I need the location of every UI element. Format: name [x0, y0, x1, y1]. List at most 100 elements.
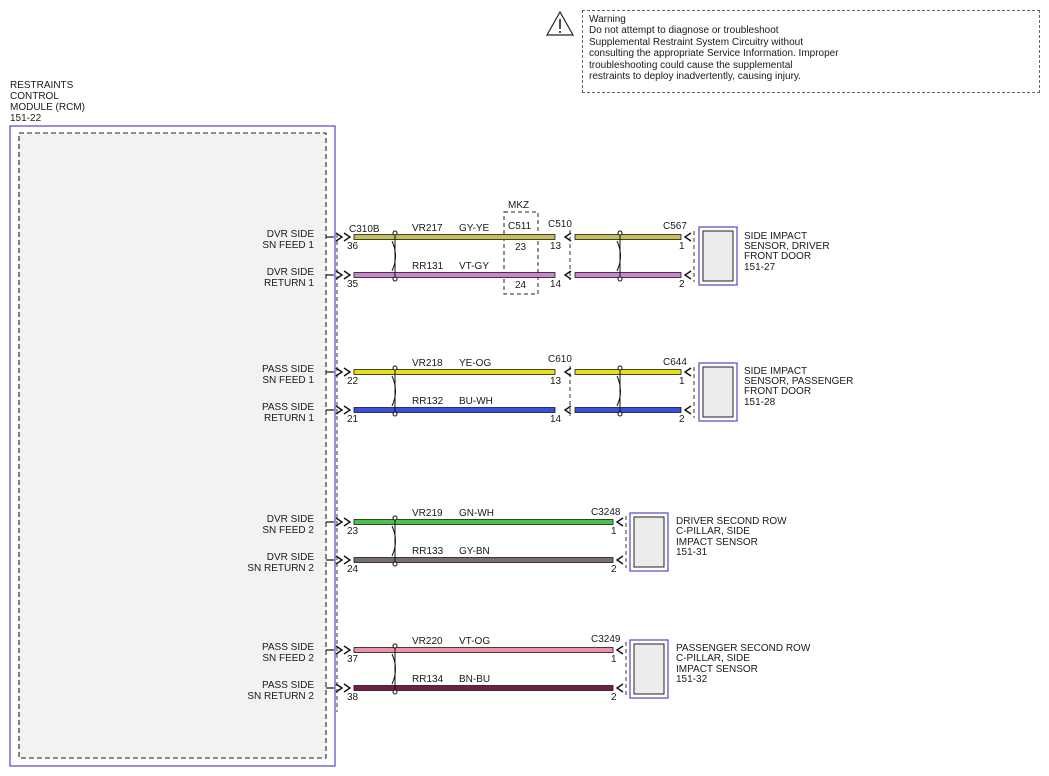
- warning-line-2: Supplemental Restraint System Circuitry …: [589, 36, 803, 48]
- twisted-pair-marker: [391, 643, 398, 695]
- rcm-pin-number: 22: [347, 376, 359, 387]
- pin-arrow: [615, 683, 624, 693]
- rcm-pin-label: RETURN 1: [264, 278, 314, 289]
- wire-segment: [574, 272, 682, 278]
- svg-text:151-31: 151-31: [676, 547, 708, 558]
- pin-arrow: [335, 645, 344, 655]
- circuit-id: VR217: [412, 223, 443, 234]
- svg-text:FRONT DOOR: FRONT DOOR: [744, 251, 811, 262]
- sensor-passenger-second-row: [629, 639, 669, 699]
- sensor-label-passenger-front-door: SIDE IMPACT SENSOR, PASSENGER FRONT DOOR…: [744, 366, 853, 408]
- rcm-module-label: RESTRAINTS CONTROL MODULE (RCM) 151-22: [10, 80, 85, 124]
- inline-pin-number: 13: [550, 241, 562, 252]
- inline-pin-number: 14: [550, 414, 562, 425]
- rcm-pin-number: 24: [347, 564, 359, 575]
- wire-segment: [353, 234, 556, 240]
- wire-segment: [574, 234, 682, 240]
- pin-arrow: [563, 270, 572, 280]
- svg-text:151-32: 151-32: [676, 674, 708, 685]
- sensor-driver-second-row: [629, 512, 669, 572]
- sensor-pin-number: 2: [679, 414, 685, 425]
- rcm-pin-label: PASS SIDE: [262, 402, 314, 413]
- pin-arrow: [335, 270, 344, 280]
- rcm-module-body: [18, 132, 327, 759]
- twisted-pair-marker: [391, 230, 398, 282]
- rcm-pin-number: 36: [347, 241, 359, 252]
- svg-text:SENSOR, PASSENGER: SENSOR, PASSENGER: [744, 376, 853, 387]
- svg-text:IMPACT SENSOR: IMPACT SENSOR: [676, 664, 758, 675]
- svg-text:IMPACT SENSOR: IMPACT SENSOR: [676, 537, 758, 548]
- circuit-id: VR219: [412, 508, 443, 519]
- pin-arrow: [343, 405, 352, 415]
- pin-arrow: [683, 405, 692, 415]
- svg-text:C-PILLAR, SIDE: C-PILLAR, SIDE: [676, 526, 750, 537]
- svg-text:SENSOR, DRIVER: SENSOR, DRIVER: [744, 241, 830, 252]
- c3249-label: C3249: [591, 634, 621, 645]
- pin-arrow: [343, 683, 352, 693]
- rcm-pin-label: DVR SIDE: [267, 514, 315, 525]
- inline-pin-number: 13: [550, 376, 562, 387]
- wire-segment: [353, 407, 556, 413]
- svg-text:151-27: 151-27: [744, 262, 776, 273]
- pin-arrow: [335, 517, 344, 527]
- pin-arrow: [683, 270, 692, 280]
- svg-text:MODULE (RCM): MODULE (RCM): [10, 102, 85, 113]
- warning-line-3: consulting the appropriate Service Infor…: [589, 48, 839, 60]
- circuit-id: RR133: [412, 546, 444, 557]
- rcm-pin-number: 37: [347, 654, 359, 665]
- svg-text:C-PILLAR, SIDE: C-PILLAR, SIDE: [676, 653, 750, 664]
- pin-arrow: [563, 232, 572, 242]
- wire-segment: [353, 369, 556, 375]
- wire-segment: [574, 369, 682, 375]
- wire-segment: [353, 647, 614, 653]
- wire-color-code: YE-OG: [459, 358, 491, 369]
- sensor-label-driver-front-door: SIDE IMPACT SENSOR, DRIVER FRONT DOOR 15…: [744, 231, 830, 273]
- wire-color-code: GY-BN: [459, 546, 490, 557]
- wire-color-code: VT-OG: [459, 636, 490, 647]
- svg-text:RESTRAINTS: RESTRAINTS: [10, 80, 74, 91]
- sensor-driver-front-door: [698, 226, 738, 286]
- twisted-pair-marker: [616, 230, 623, 282]
- wire-segment: [353, 519, 614, 525]
- sensor-pin-number: 2: [611, 692, 617, 703]
- rcm-pin-label: SN RETURN 2: [247, 563, 314, 574]
- svg-text:DRIVER SECOND ROW: DRIVER SECOND ROW: [676, 516, 787, 527]
- wire-color-code: BN-BU: [459, 674, 490, 685]
- sensor-pin-number: 1: [611, 526, 617, 537]
- circuit-id: RR134: [412, 674, 444, 685]
- inline-pin-number: 14: [550, 279, 562, 290]
- rcm-pin-label: PASS SIDE: [262, 364, 314, 375]
- rcm-pin-number: 23: [347, 526, 359, 537]
- c510-label: C510: [548, 219, 572, 230]
- pin-arrow: [683, 232, 692, 242]
- sensor-pin-number: 2: [611, 564, 617, 575]
- pin-arrow: [615, 645, 624, 655]
- c511-pin-23: 23: [515, 242, 527, 253]
- wire-color-code: GY-YE: [459, 223, 490, 234]
- pin-arrow: [563, 367, 572, 377]
- c310b-connector-label: C310B: [349, 224, 380, 235]
- sensor-label-driver-second-row: DRIVER SECOND ROW C-PILLAR, SIDE IMPACT …: [676, 516, 787, 558]
- pin-arrow: [563, 405, 572, 415]
- rcm-pin-label: PASS SIDE: [262, 680, 314, 691]
- warning-line-4: troubleshooting could cause the suppleme…: [589, 59, 793, 71]
- rcm-pin-number: 38: [347, 692, 359, 703]
- svg-text:151-22: 151-22: [10, 113, 42, 124]
- c567-label: C567: [663, 221, 687, 232]
- circuit-id: VR218: [412, 358, 443, 369]
- c511-connector-box: [503, 211, 539, 295]
- pin-arrow: [615, 555, 624, 565]
- svg-text:PASSENGER SECOND ROW: PASSENGER SECOND ROW: [676, 643, 811, 654]
- rcm-pin-number: 21: [347, 414, 359, 425]
- wire-segment: [353, 272, 556, 278]
- svg-text:SIDE IMPACT: SIDE IMPACT: [744, 231, 807, 242]
- svg-text:SIDE IMPACT: SIDE IMPACT: [744, 366, 807, 377]
- rcm-pin-label: PASS SIDE: [262, 642, 314, 653]
